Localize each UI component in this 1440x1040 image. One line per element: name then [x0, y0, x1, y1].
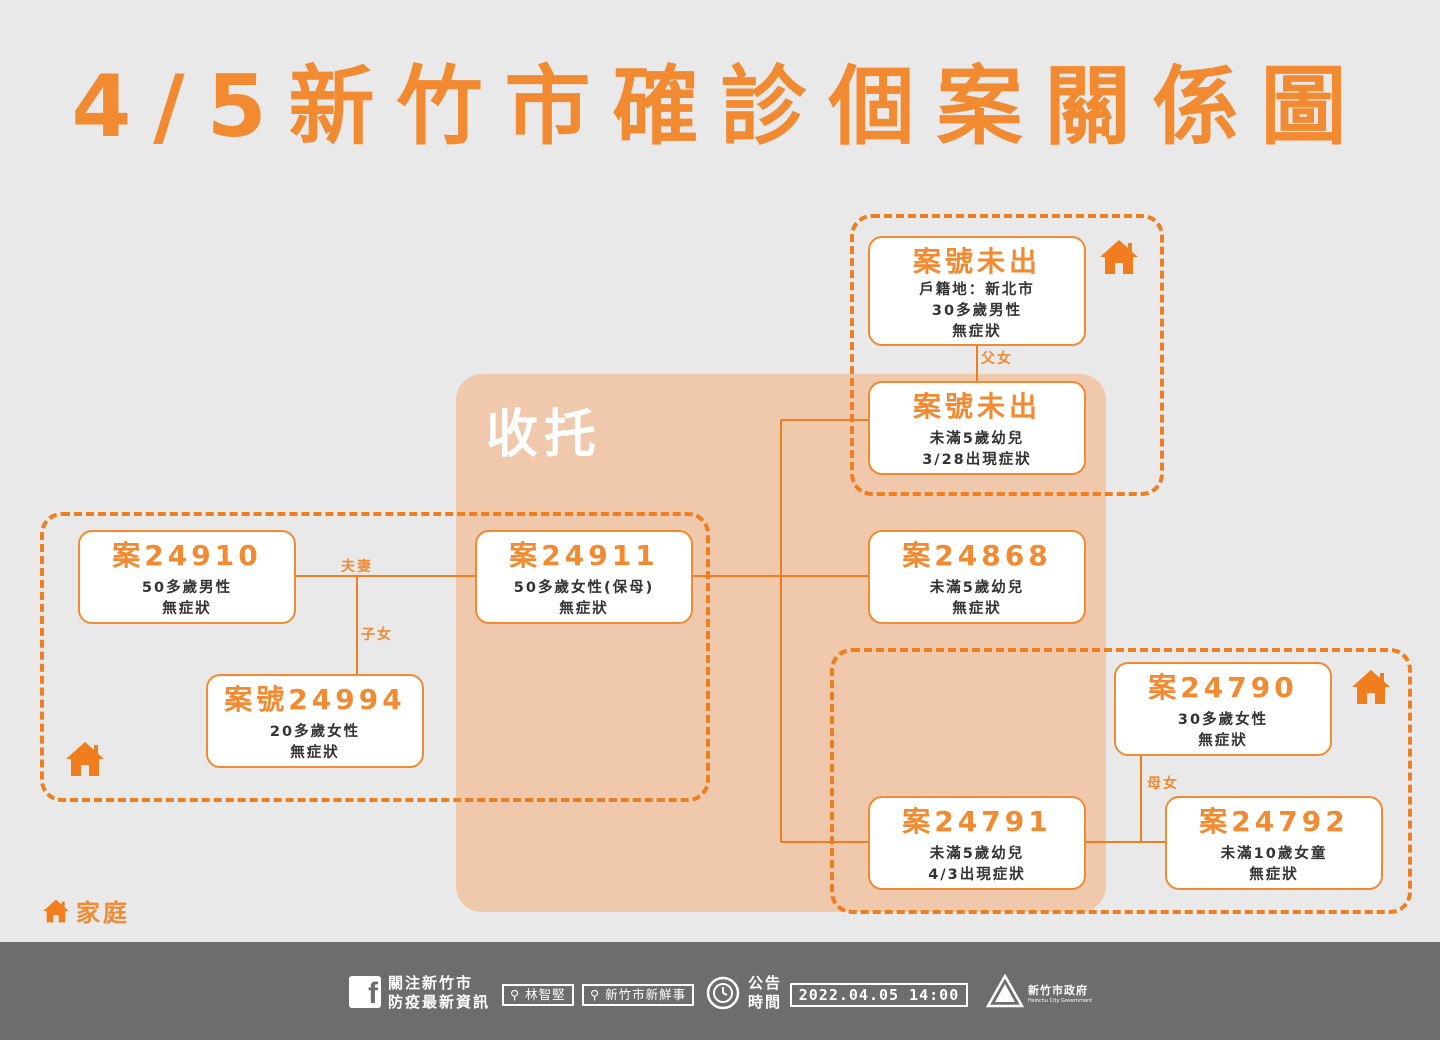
- page-title: 4/5新竹市確診個案關係圖: [71, 57, 1369, 157]
- house-icon: [43, 899, 69, 922]
- case-box-24792: 案24792 未滿10歲女童 無症狀: [1165, 796, 1383, 890]
- footer-bar: [0, 942, 1440, 1040]
- facebook-icon[interactable]: f: [349, 976, 381, 1010]
- family-group-bottom: [830, 648, 1412, 914]
- case-box-24910: 案24910 50多歲男性 無症狀: [78, 530, 296, 624]
- case-box-24911: 案24911 50多歲女性(保母) 無症狀: [475, 530, 693, 624]
- case-box-24868: 案24868 未滿5歲幼兒 無症狀: [868, 530, 1086, 624]
- government-name-en: Hsinchu City Government: [1028, 998, 1093, 1004]
- case-box-24790: 案24790 30多歲女性 無症狀: [1114, 662, 1332, 756]
- clock-icon: [706, 976, 740, 1010]
- relation-label-children: 子女: [361, 627, 393, 643]
- government-name: 新竹市政府: [1028, 984, 1088, 997]
- follow-text: 關注新竹市 防疫最新資訊: [388, 974, 491, 1011]
- family-group-top: [850, 214, 1164, 496]
- search-tag-mayor[interactable]: ⚲ 林智堅: [502, 984, 574, 1006]
- search-icon: ⚲: [510, 987, 521, 1002]
- search-icon: ⚲: [590, 987, 601, 1002]
- relation-label-mother-daughter: 母女: [1147, 776, 1179, 792]
- legend: 家庭: [42, 893, 130, 928]
- case-box-24994: 案號24994 20多歲女性 無症狀: [206, 674, 424, 768]
- house-icon: [66, 742, 104, 776]
- childcare-label: 收托: [486, 405, 603, 465]
- case-box-father: 案號未出 戶籍地：新北市 30多歲男性 無症狀: [868, 236, 1086, 346]
- search-tag-news[interactable]: ⚲ 新竹市新鮮事: [582, 984, 695, 1006]
- city-government-logo: [986, 974, 1024, 1008]
- relation-label-father-daughter: 父女: [981, 351, 1013, 367]
- publish-datetime: 2022.04.05 14:00: [790, 983, 968, 1007]
- relation-label-spouse: 夫妻: [341, 559, 373, 575]
- family-group-left: [40, 512, 710, 802]
- case-box-24791: 案24791 未滿5歲幼兒 4/3出現症狀: [868, 796, 1086, 890]
- case-box-child-a: 案號未出 未滿5歲幼兒 3/28出現症狀: [868, 381, 1086, 475]
- house-icon: [1100, 240, 1138, 274]
- house-icon: [1352, 670, 1390, 704]
- legend-label: 家庭: [76, 899, 130, 927]
- publish-time-label: 公告 時間: [748, 974, 783, 1011]
